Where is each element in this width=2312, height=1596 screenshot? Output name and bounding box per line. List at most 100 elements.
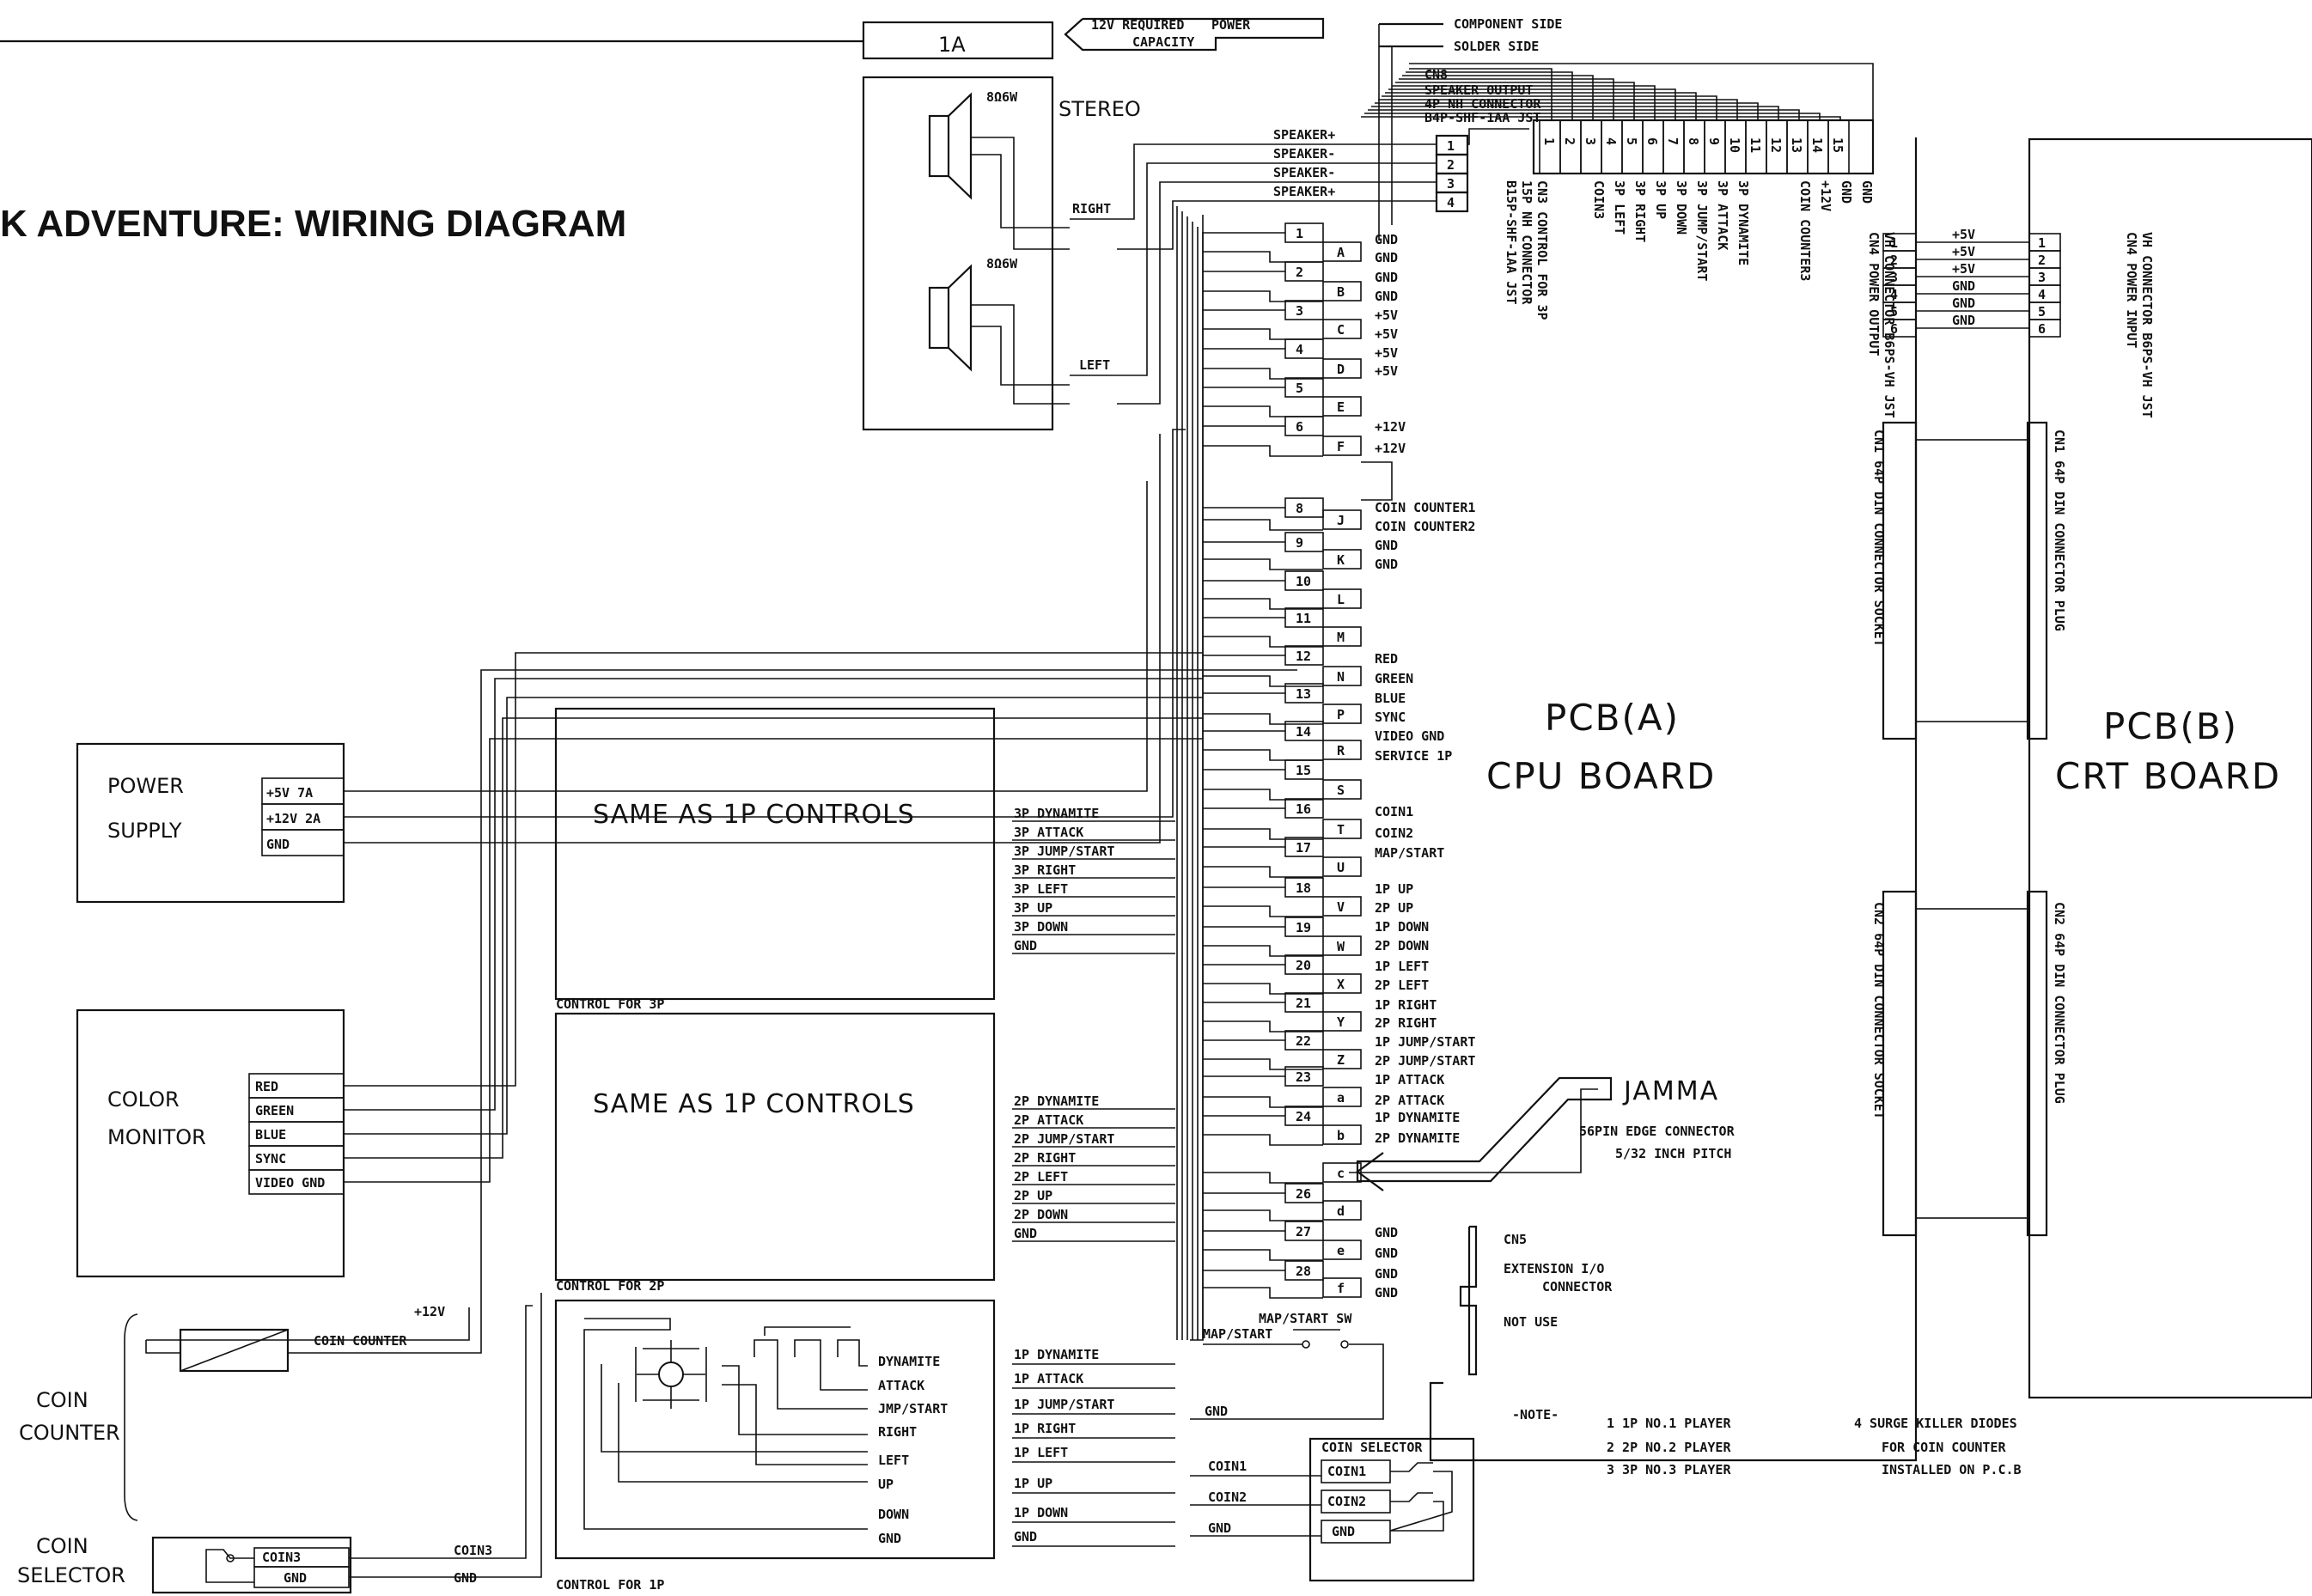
coin3-wire: COIN3: [454, 1543, 492, 1558]
cn3-signal: 3P JUMP/START: [1694, 180, 1710, 281]
p1-row: 1P RIGHT: [1014, 1421, 1076, 1436]
p1-switch-label: JMP/START: [878, 1401, 948, 1416]
jamma-solder-pin: c: [1337, 1166, 1345, 1181]
jamma-component-pin: 19: [1296, 920, 1311, 935]
cn3-signal: GND: [1839, 180, 1854, 204]
p1-row: 1P DYNAMITE: [1014, 1347, 1099, 1362]
cn3-pin: 1: [1541, 137, 1557, 145]
cn2-bridge: [1915, 908, 2028, 1219]
jamma-component-pin: 10: [1296, 574, 1311, 589]
note-2: 2 2P NO.2 PLAYER: [1607, 1440, 1731, 1455]
speaker-wire-1: SPEAKER+: [1273, 127, 1335, 143]
jamma-solder-pin: Y: [1337, 1014, 1345, 1030]
jamma-signal: COIN2: [1375, 825, 1413, 841]
gnd-wire: GND: [454, 1570, 477, 1586]
cn2-plug-label: CN2 64P DIN CONNECTOR PLUG: [2052, 902, 2067, 1104]
jamma-solder-pin: b: [1337, 1128, 1345, 1143]
monitor-blue: BLUE: [255, 1127, 286, 1142]
jamma-solder-pin: L: [1337, 592, 1345, 607]
jamma-component-pin: 24: [1296, 1109, 1311, 1124]
cn3-pin: 5: [1624, 137, 1639, 145]
power-note-arrow: [1064, 17, 1325, 52]
p2-row: 2P ATTACK: [1014, 1112, 1083, 1128]
stereo-label: STEREO: [1058, 97, 1141, 121]
jamma-component-pin: 9: [1296, 535, 1303, 551]
jamma-signal: GND: [1375, 270, 1398, 285]
cn3-label-3: B15P-SHF-1AA JST: [1504, 180, 1519, 305]
jamma-solder-pin: C: [1337, 322, 1345, 338]
speaker-wire-4: SPEAKER+: [1273, 184, 1335, 199]
jamma-signal: GND: [1375, 250, 1398, 265]
jamma-component-pin: 1: [1296, 226, 1303, 241]
cn3-signal: 3P RIGHT: [1632, 180, 1648, 242]
ps-5v: +5V 7A: [266, 785, 313, 801]
coin-counter-side-2: COUNTER: [19, 1421, 120, 1445]
cn4-input-label-1: CN4 POWER INPUT: [2124, 232, 2139, 348]
cn2-socket-label: CN2 64P DIN CONNECTOR SOCKET: [1871, 902, 1887, 1119]
p2-row: GND: [1014, 1226, 1037, 1241]
jamma-solder-pin: R: [1337, 743, 1345, 758]
speaker-left-icon: [928, 264, 973, 372]
speaker-enclosure: [862, 76, 1054, 431]
power-note-required: 12V REQUIRED: [1091, 17, 1184, 33]
coin1-wire: COIN1: [1208, 1459, 1247, 1474]
jamma-solder-pin: d: [1337, 1203, 1345, 1219]
jamma-component-pin: 4: [1296, 342, 1303, 357]
cn4-input-label-2: VH CONNECTOR B6PS-VH JST: [2139, 232, 2155, 418]
jamma-component-pin: 22: [1296, 1033, 1311, 1049]
cn3-pin: 13: [1789, 137, 1804, 153]
jamma-solder-pin: D: [1337, 362, 1345, 377]
cn5-desc-2: CONNECTOR: [1542, 1279, 1613, 1294]
p1-switch-label: GND: [878, 1531, 901, 1546]
map-start-gnd: GND: [1205, 1404, 1228, 1419]
cn2-plug: [2026, 890, 2048, 1237]
jamma-signal: COIN1: [1375, 804, 1413, 819]
cn3-pin: 15: [1830, 137, 1845, 153]
fuse-label: 1A: [938, 33, 966, 57]
cn3-pin: 6: [1644, 137, 1660, 145]
p3-row: GND: [1014, 938, 1037, 953]
p3-caption: CONTROL FOR 3P: [556, 996, 664, 1012]
jamma-component-pin: 21: [1296, 996, 1311, 1011]
cn3-signal: 3P DOWN: [1674, 180, 1689, 235]
cn1-socket: [1882, 421, 1918, 740]
jamma-component-pin: 2: [1296, 265, 1303, 280]
jamma-solder-pin: P: [1337, 707, 1345, 722]
jamma-solder-pin: K: [1337, 552, 1345, 568]
speaker-left-rating: 8Ω6W: [986, 256, 1018, 271]
jamma-component-pin: 13: [1296, 686, 1311, 702]
jamma-solder-pin: J: [1337, 513, 1345, 528]
cn4-wire-label: GND: [1952, 295, 1975, 311]
cn4-output-pin: 3: [1890, 270, 1898, 285]
coin-selector-side-2: SELECTOR: [17, 1563, 125, 1587]
jamma-signal: +5V: [1375, 345, 1398, 361]
cn4-input-pin: 5: [2038, 304, 2046, 320]
jamma-signal: +12V: [1375, 441, 1406, 456]
cn4-wire-label: GND: [1952, 278, 1975, 294]
jamma-solder-pin: W: [1337, 939, 1345, 954]
jamma-signal: GND: [1375, 557, 1398, 572]
monitor-video-gnd: VIDEO GND: [255, 1175, 325, 1191]
cn4-wire-label: GND: [1952, 313, 1975, 328]
jamma-signal: GND: [1375, 232, 1398, 247]
p1-caption: CONTROL FOR 1P: [556, 1577, 664, 1593]
jamma-solder-pin: f: [1337, 1281, 1345, 1296]
p1-row: GND: [1014, 1529, 1037, 1544]
cn4-output-pin: 4: [1890, 287, 1898, 302]
cn3-pin: 12: [1768, 137, 1784, 153]
cn3-signal: 3P UP: [1653, 180, 1668, 219]
p3-row: 3P DOWN: [1014, 919, 1068, 935]
cn3-pin: 9: [1706, 137, 1722, 145]
p1-row: 1P UP: [1014, 1476, 1052, 1491]
p1-switch-label: RIGHT: [878, 1424, 917, 1440]
jamma-component-pin: 16: [1296, 801, 1311, 817]
monitor-green: GREEN: [255, 1103, 294, 1118]
p1-switch-label: UP: [878, 1477, 894, 1492]
jamma-signal: +12V: [1375, 419, 1406, 435]
jamma-solder-pin: T: [1337, 822, 1345, 838]
jamma-solder-pin: V: [1337, 899, 1345, 915]
ps-12v: +12V 2A: [266, 811, 320, 826]
p1-switch-label: DYNAMITE: [878, 1354, 940, 1369]
jamma-signal: 2P ATTACK: [1375, 1093, 1444, 1108]
